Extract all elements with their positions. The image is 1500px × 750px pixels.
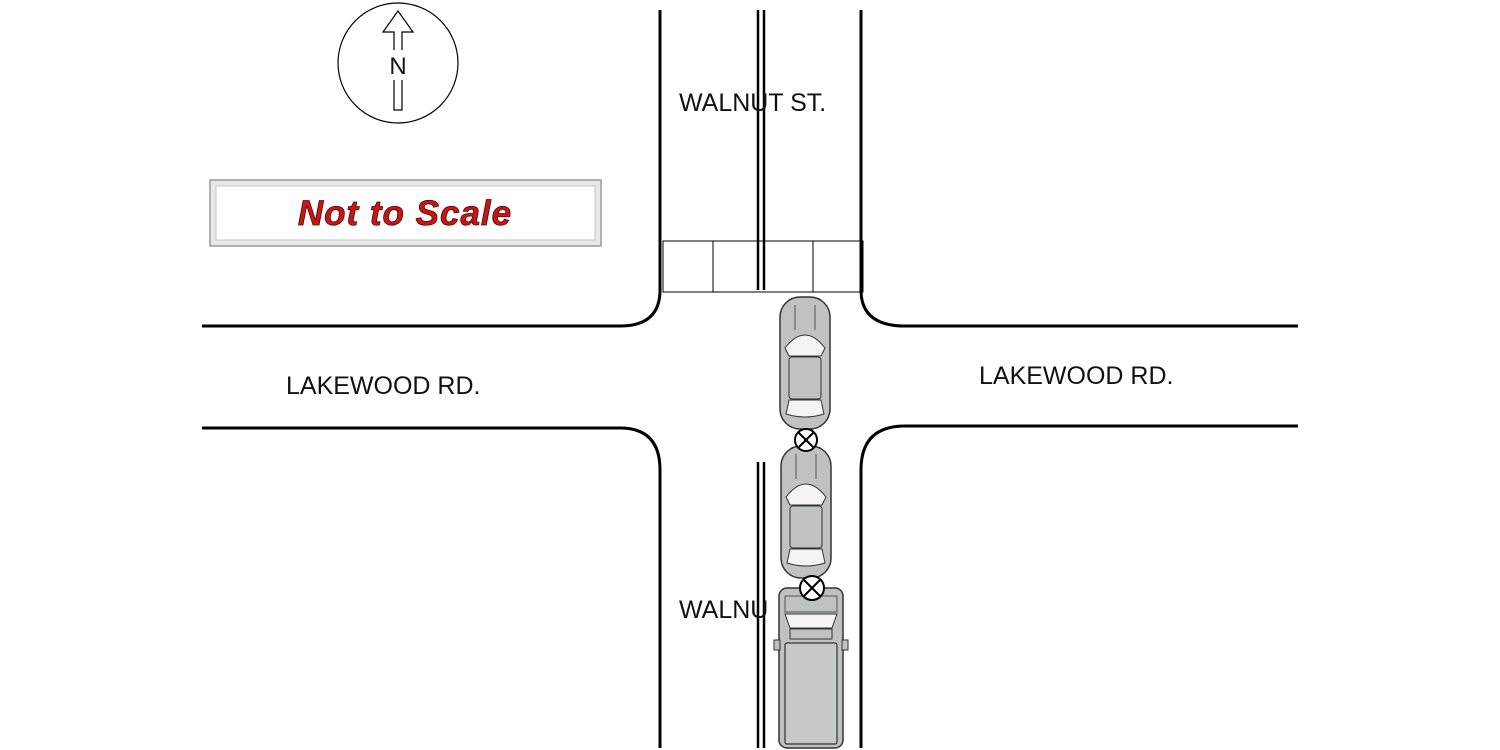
vehicle-1-roof [788,356,822,400]
vehicle-3-bed [784,642,838,745]
vehicle-2-roof [789,505,823,549]
center-lines [756,10,766,748]
badge-inner [215,185,596,241]
corner-southeast [859,424,906,471]
street-label-walnut-south: WALNU [679,596,768,624]
compass-letter: N [389,53,406,80]
vehicle-3-mirror-left [773,639,781,651]
street-label-walnut-north: WALNUT ST. [679,89,826,117]
vehicle-3-mirror-right [841,639,849,651]
vehicle-2-sedan [780,445,832,579]
north-arrow-compass: N [337,2,459,124]
vehicle-3-cab-roof [789,628,833,640]
crosswalk-outline [662,240,864,293]
vehicle-1-sedan [779,296,831,430]
street-label-lakewood-east: LAKEWOOD RD. [979,362,1173,390]
impact-marker-2-x [803,579,821,597]
corner-northwest [619,289,662,328]
vehicle-2-windshield [785,483,827,506]
compass-letter-backdrop [386,50,410,80]
crosswalk [662,240,864,293]
street-label-lakewood-west: LAKEWOOD RD. [286,372,480,400]
vehicle-3-pickup-truck [773,587,849,749]
vehicle-1-rear-window [785,399,825,418]
impact-marker-1-x [797,431,815,449]
road-edges [202,10,1298,748]
not-to-scale-text: Not to Scale [298,194,512,233]
vehicle-3-windshield [784,613,838,629]
not-to-scale-badge: Not to Scale [209,179,602,247]
vehicle-2-rear-window [786,548,826,567]
impact-marker-2 [799,575,825,601]
corner-southwest [619,426,662,471]
impact-marker-1 [794,428,818,452]
corner-northeast [859,289,906,328]
vehicle-1-windshield [784,334,826,357]
